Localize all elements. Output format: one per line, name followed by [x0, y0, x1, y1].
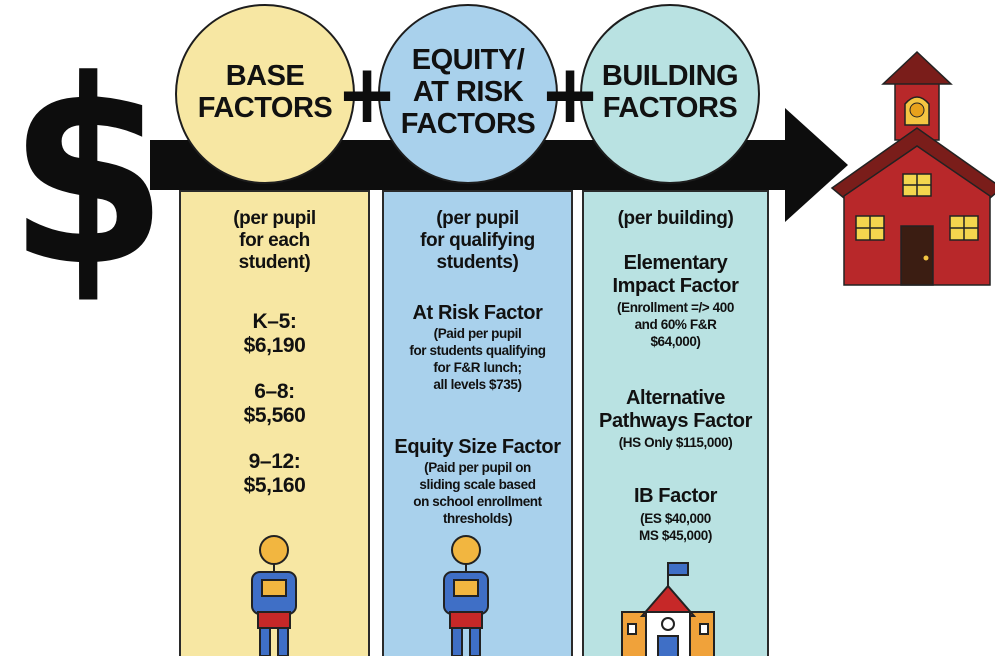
equity-factors-column: (per pupil for qualifying students) At R…	[382, 190, 573, 656]
building-subtitle: (per building)	[617, 208, 734, 229]
ib-factor-name: IB Factor	[633, 485, 718, 507]
at-risk-factor-name: At Risk Factor	[412, 302, 543, 324]
detail-line: (Paid per pupil	[433, 326, 522, 341]
equity-subtitle-line: (per pupil	[436, 208, 519, 229]
elementary-impact-factor-name: Elementary Impact Factor	[584, 252, 767, 298]
equity-size-factor-details: (Paid per pupil on sliding scale based o…	[384, 459, 571, 527]
detail-line: for students qualifying	[409, 343, 546, 358]
detail-line: sliding scale based	[419, 477, 536, 492]
circle-title-line: BASE	[225, 60, 305, 92]
detail-line: MS $45,000)	[639, 528, 712, 543]
detail-line: all levels $735)	[433, 377, 522, 392]
building-factors-column: (per building) Elementary Impact Factor …	[582, 190, 769, 656]
circle-title-line: BUILDING	[601, 60, 739, 92]
grade-912: 9–12: $5,160	[181, 450, 368, 498]
equity-size-factor-name: Equity Size Factor	[394, 436, 561, 458]
dollar-symbol: $	[8, 26, 168, 323]
base-subtitle-line: student)	[238, 252, 311, 273]
detail-line: $64,000)	[650, 334, 701, 349]
plus-sign-1: +	[336, 47, 398, 142]
factor-name-line: Impact Factor	[612, 275, 739, 297]
plus-sign-2: +	[539, 47, 601, 142]
factor-name-line: Elementary	[623, 252, 728, 274]
detail-line: (Paid per pupil on	[424, 460, 531, 475]
equity-subtitle-line: students)	[436, 252, 519, 273]
building-factors-circle: BUILDING FACTORS	[580, 4, 760, 184]
grade-k5: K–5: $6,190	[181, 310, 368, 358]
elementary-impact-factor-details: (Enrollment =/> 400 and 60% F&R $64,000)	[584, 299, 767, 350]
detail-line: on school enrollment	[413, 494, 542, 509]
circle-title-line: AT RISK	[412, 76, 524, 108]
factor-name-line: Alternative	[626, 387, 725, 409]
circle-title-line: FACTORS	[400, 108, 536, 140]
base-subtitle-line: (per pupil	[233, 208, 316, 229]
detail-line: and 60% F&R	[634, 317, 717, 332]
grade-68: 6–8: $5,560	[181, 380, 368, 428]
detail-line: (ES $40,000	[640, 511, 711, 526]
equity-factors-circle: EQUITY/ AT RISK FACTORS	[378, 4, 558, 184]
at-risk-factor-details: (Paid per pupil for students qualifying …	[384, 325, 571, 393]
alternative-pathways-factor-name: Alternative Pathways Factor	[584, 387, 767, 433]
detail-line: (Enrollment =/> 400	[617, 300, 734, 315]
circle-title-line: EQUITY/	[411, 44, 525, 76]
equity-subtitle: (per pupil for qualifying students)	[384, 208, 571, 274]
equity-subtitle-line: for qualifying	[420, 230, 535, 251]
ib-factor-details: (ES $40,000 MS $45,000)	[584, 510, 767, 544]
factor-name-line: Pathways Factor	[599, 410, 752, 432]
grade-amount: $6,190	[243, 334, 306, 357]
circle-title-line: FACTORS	[602, 92, 738, 124]
grade-amount: $5,160	[243, 474, 306, 497]
base-factors-circle: BASE FACTORS	[175, 4, 355, 184]
grade-label: 6–8:	[254, 380, 295, 403]
circle-title-line: FACTORS	[197, 92, 333, 124]
alternative-pathways-factor-details: (HS Only $115,000)	[618, 435, 733, 450]
grade-label: K–5:	[252, 310, 297, 333]
grade-amount: $5,560	[243, 404, 306, 427]
detail-line: for F&R lunch;	[433, 360, 522, 375]
base-subtitle: (per pupil for each student)	[181, 208, 368, 274]
grade-label: 9–12:	[248, 450, 301, 473]
detail-line: thresholds)	[442, 511, 513, 526]
base-subtitle-line: for each	[239, 230, 310, 251]
